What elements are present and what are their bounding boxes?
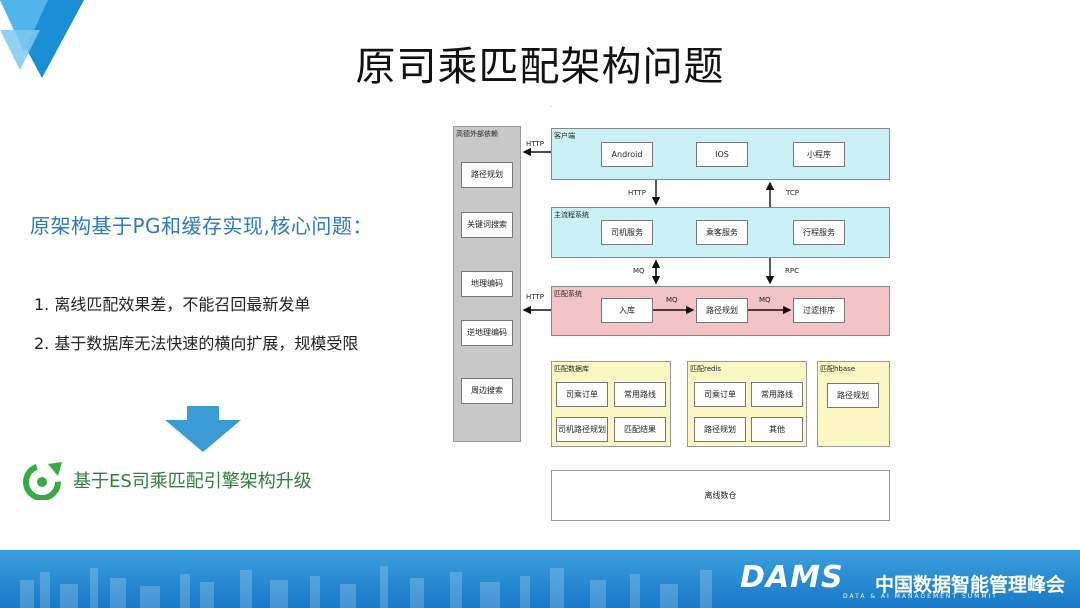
main-flow-title: 主流程系统	[554, 211, 589, 219]
problem-heading: 原架构基于PG和缓存实现,核心问题：	[30, 214, 373, 238]
client-item-miniprogram: 小程序	[793, 142, 845, 167]
label-mq-2: MQ	[759, 296, 771, 304]
matching-system-title: 匹配系统	[554, 290, 582, 298]
client-title: 客户端	[554, 132, 575, 140]
down-arrow-icon	[165, 406, 241, 452]
label-http-down: HTTP	[628, 189, 646, 197]
match-db-item-driver-route-plan: 司机路径规划	[556, 417, 608, 442]
match-hbase-item-route-planning: 路径规划	[827, 383, 879, 408]
external-item-nearby-search: 周边搜索	[461, 378, 513, 404]
problem-point-2: 2. 基于数据库无法快速的横向扩展，规模受限	[34, 334, 359, 353]
slide-title: 原司乘匹配架构问题	[355, 44, 725, 90]
match-redis-item-common-routes: 常用路线	[751, 382, 803, 407]
matching-item-ingest: 入库	[601, 298, 653, 323]
match-db-item-common-routes: 常用路线	[614, 382, 666, 407]
footer-brand-logo: DAMS	[740, 560, 844, 595]
corner-logo-icon	[0, 0, 84, 78]
match-db-item-match-results: 匹配结果	[614, 417, 666, 442]
client-item-ios: IOS	[696, 142, 748, 167]
main-flow-item-driver-service: 司机服务	[601, 220, 653, 245]
label-http-matching: HTTP	[526, 293, 544, 301]
city-skyline-icon	[20, 566, 712, 608]
label-mq-1: MQ	[666, 296, 678, 304]
footer-banner	[0, 550, 1080, 608]
client-item-android: Android	[601, 142, 653, 167]
external-dependencies-title: 高德外部依赖	[456, 130, 498, 138]
match-hbase-title: 匹配hbase	[820, 365, 856, 373]
match-redis-item-orders: 司乘订单	[694, 382, 746, 407]
match-redis-item-other: 其他	[751, 417, 803, 442]
main-flow-item-trip-service: 行程服务	[793, 220, 845, 245]
diagram-dot: ·	[550, 104, 552, 111]
problem-point-1: 1. 离线匹配效果差，不能召回最新发单	[34, 295, 311, 314]
matching-item-filter-sort: 过滤排序	[793, 298, 845, 323]
external-item-route-planning: 路径规划	[461, 162, 513, 188]
external-item-keyword-search: 关键词搜索	[461, 212, 513, 238]
label-mq-vertical: MQ	[633, 267, 645, 275]
footer-tagline: DATA & AI MANAGEMENT SUMMIT	[843, 593, 998, 600]
upgrade-text: 基于ES司乘匹配引擎架构升级	[73, 471, 312, 492]
label-rpc-vertical: RPC	[785, 267, 799, 275]
match-redis-item-route-planning: 路径规划	[694, 417, 746, 442]
match-database-title: 匹配数据库	[554, 365, 589, 373]
match-redis-title: 匹配redis	[690, 365, 722, 373]
external-item-reverse-geocoding: 逆地理编码	[461, 320, 513, 346]
offline-warehouse-box: 离线数仓	[551, 470, 890, 521]
label-http-client: HTTP	[526, 140, 544, 148]
matching-item-route-planning: 路径规划	[696, 298, 748, 323]
match-db-item-orders: 司乘订单	[556, 382, 608, 407]
footer-summit-name: 中国数据智能管理峰会	[875, 574, 1066, 596]
external-item-geocoding: 地理编码	[461, 271, 513, 297]
upgrade-logo-icon	[23, 462, 62, 500]
main-flow-item-passenger-service: 乘客服务	[696, 220, 748, 245]
label-tcp-up: TCP	[786, 189, 799, 197]
